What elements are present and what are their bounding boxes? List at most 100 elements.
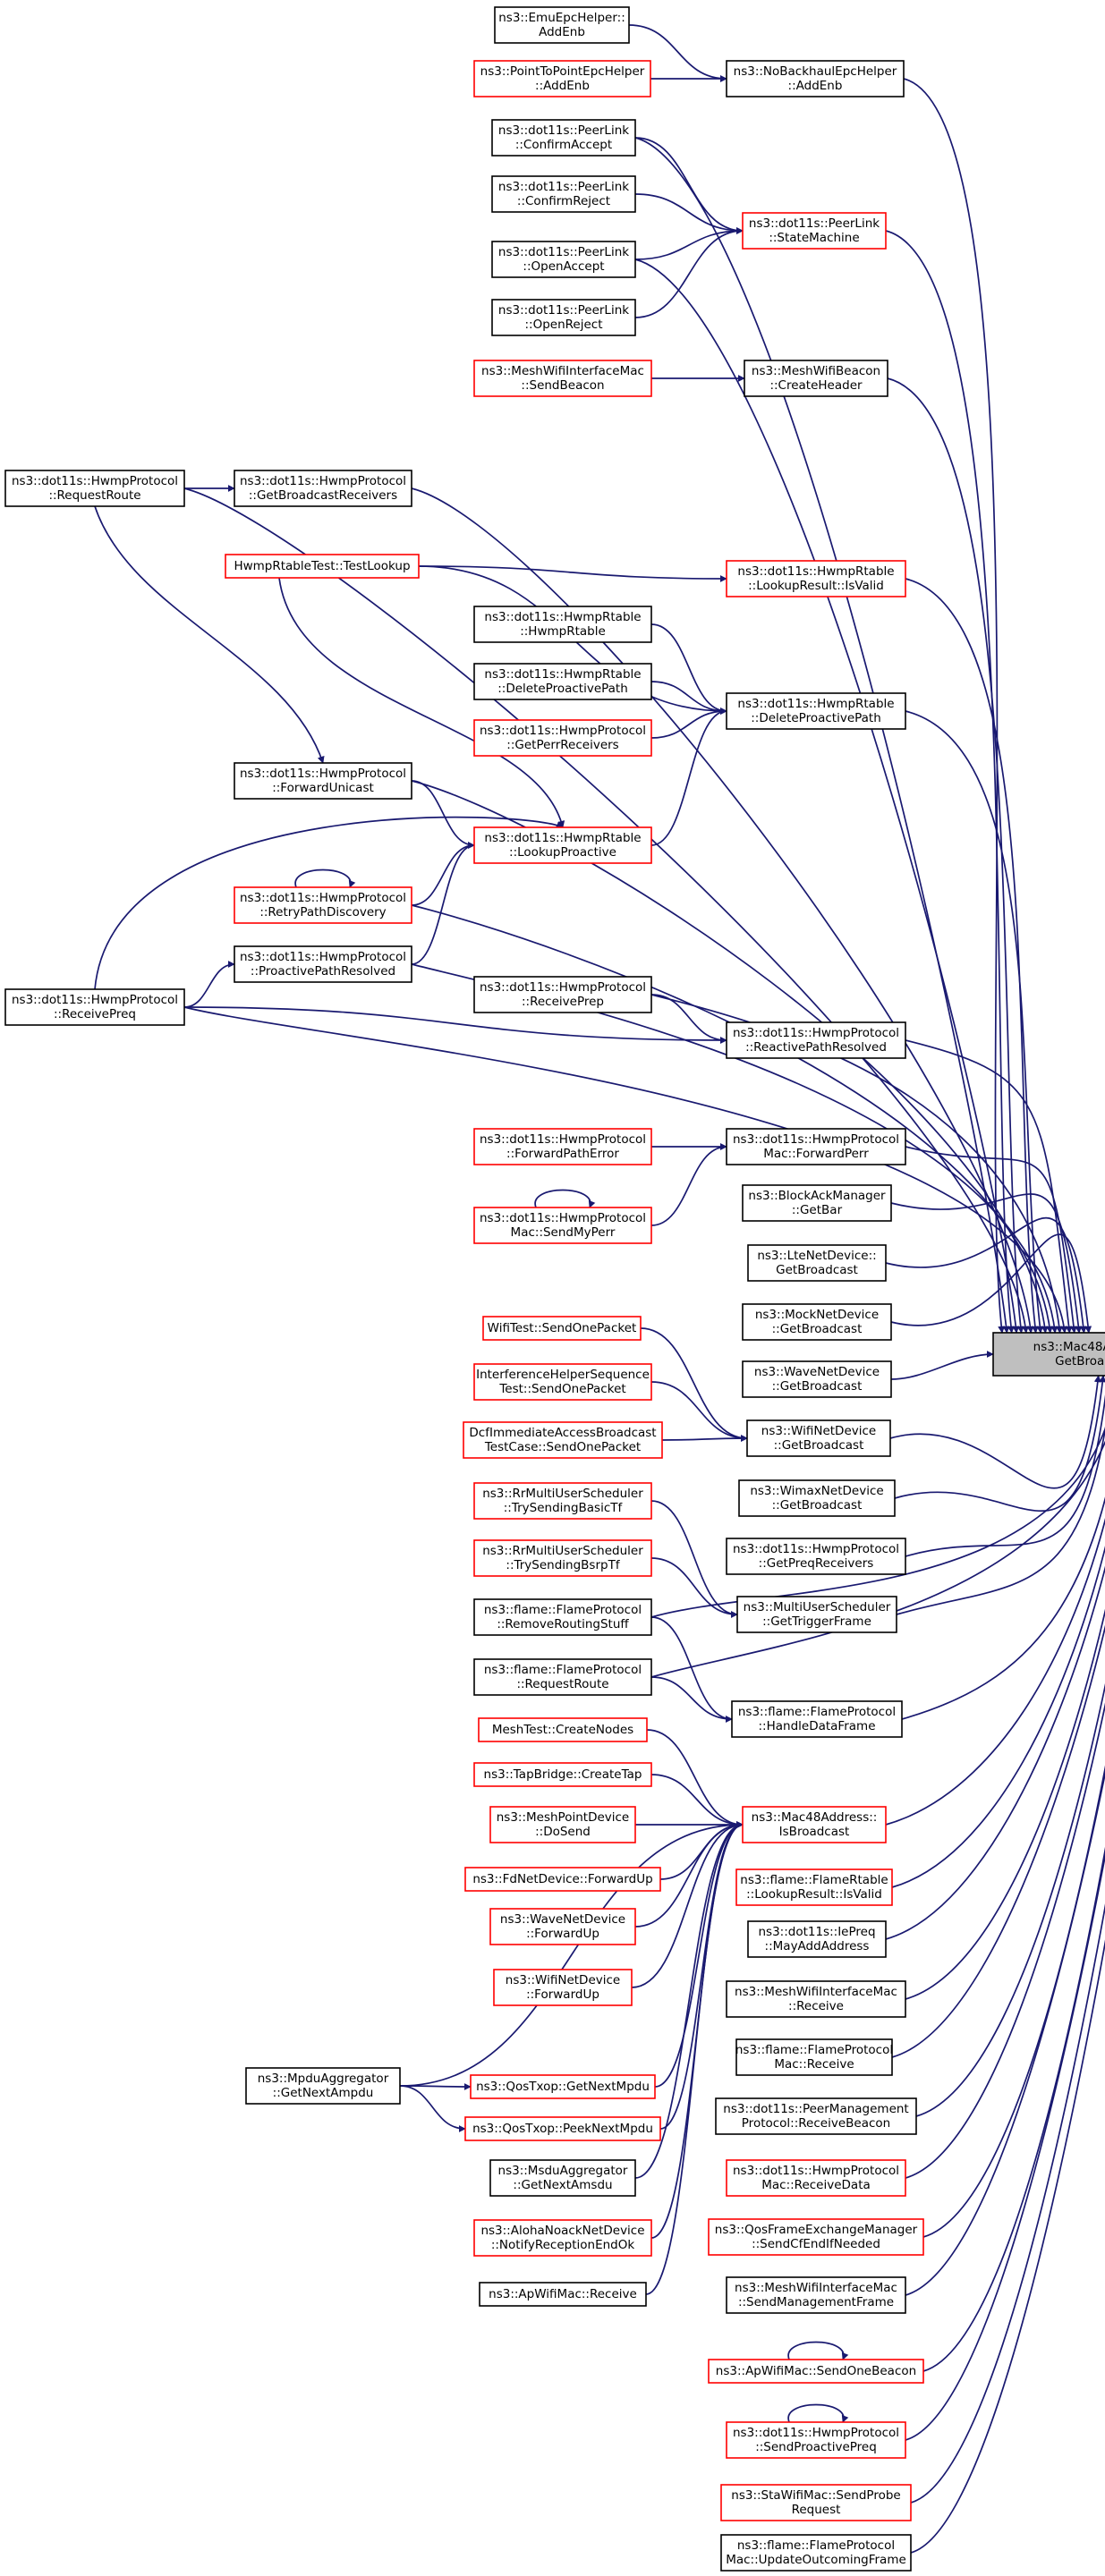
function-node[interactable]: WifiTest::SendOnePacket	[482, 1316, 642, 1341]
function-node[interactable]: ns3::FdNetDevice::ForwardUp	[464, 1867, 661, 1892]
function-node[interactable]: DcfImmediateAccessBroadcastTestCase::Sen…	[463, 1421, 663, 1459]
function-node[interactable]: ns3::dot11s::HwmpProtocol::GetBroadcastR…	[234, 470, 412, 507]
function-node[interactable]: ns3::WaveNetDevice::GetBroadcast	[742, 1360, 892, 1398]
function-node[interactable]: ns3::dot11s::IePreq::MayAddAddress	[747, 1920, 887, 1958]
function-node[interactable]: ns3::dot11s::HwmpProtocol::GetPreqReceiv…	[726, 1538, 906, 1575]
function-node[interactable]: ns3::dot11s::HwmpProtocol::ForwardUnicas…	[234, 762, 412, 800]
call-edge-34	[634, 1821, 744, 1928]
function-node[interactable]: ns3::ApWifiMac::SendOneBeacon	[708, 2359, 924, 2384]
function-node[interactable]: ns3::flame::FlameProtocol::RequestRoute	[473, 1658, 652, 1696]
node-box	[464, 2116, 661, 2141]
function-node[interactable]: ns3::QosFrameExchangeManager::SendCfEndI…	[708, 2218, 924, 2256]
node-box	[473, 1363, 652, 1401]
function-node[interactable]: ns3::dot11s::HwmpProtocol::RequestRoute	[4, 470, 185, 507]
function-node[interactable]: ns3::dot11s::HwmpRtable::LookupProactive	[473, 826, 652, 864]
edge-to-getbroadcast	[891, 1624, 1105, 2058]
function-node[interactable]: ns3::flame::FlameProtocol::HandleDataFra…	[731, 1700, 903, 1738]
function-node[interactable]: ns3::MeshWifiInterfaceMac::SendBeacon	[473, 360, 652, 397]
function-node[interactable]: ns3::dot11s::PeerManagementProtocol::Rec…	[715, 2097, 917, 2135]
node-label: DcfImmediateAccessBroadcast	[469, 1426, 656, 1440]
function-node[interactable]: ns3::PointToPointEpcHelper::AddEnb	[473, 60, 651, 97]
function-node[interactable]: ns3::dot11s::HwmpProtocol::ReceivePreq	[4, 988, 185, 1026]
node-label: ::TrySendingBsrpTf	[506, 1558, 620, 1572]
node-label: TestCase::SendOnePacket	[484, 1440, 641, 1454]
function-node[interactable]: ns3::flame::FlameProtocolMac::UpdateOutc…	[720, 2534, 912, 2572]
node-label: ::RequestRoute	[48, 488, 140, 503]
function-node[interactable]: ns3::WimaxNetDevice::GetBroadcast	[738, 1479, 896, 1517]
node-label: ns3::dot11s::HwmpRtable	[484, 667, 641, 682]
function-node[interactable]: ns3::AlohaNoackNetDevice::NotifyReceptio…	[473, 2219, 652, 2257]
function-node[interactable]: ns3::dot11s::HwmpProtocol::ReceivePrep	[473, 976, 652, 1013]
edge-to-getbroadcast	[889, 1375, 1101, 1489]
function-node[interactable]: ns3::EmuEpcHelper::AddEnb	[494, 6, 630, 44]
node-label: GetBroadcast	[776, 1263, 858, 1277]
function-node[interactable]: ns3::WifiNetDevice::ForwardUp	[493, 1969, 633, 2006]
function-node[interactable]: ns3::TapBridge::CreateTap	[473, 1762, 652, 1787]
function-node[interactable]: ns3::WifiNetDevice::GetBroadcast	[746, 1419, 891, 1457]
function-node[interactable]: ns3::flame::FlameRtable::LookupResult::I…	[735, 1868, 893, 1906]
function-node[interactable]: ns3::dot11s::HwmpProtocol::GetPerrReceiv…	[473, 719, 652, 757]
function-node[interactable]: ns3::MockNetDevice::GetBroadcast	[742, 1303, 892, 1341]
function-node[interactable]: ns3::dot11s::HwmpRtable::DeleteProactive…	[726, 692, 906, 730]
node-label: Mac::Receive	[774, 2057, 854, 2072]
function-node[interactable]: ns3::dot11s::HwmpProtocol::ProactivePath…	[234, 945, 412, 983]
function-node[interactable]: ns3::MpduAggregator::GetNextAmpdu	[245, 2067, 401, 2105]
node-box	[742, 1303, 892, 1341]
node-label: ::ForwardUnicast	[272, 781, 374, 795]
function-node[interactable]: ns3::dot11s::HwmpRtable::DeleteProactive…	[473, 663, 652, 700]
node-box	[489, 1806, 636, 1843]
node-box	[4, 470, 185, 507]
function-node[interactable]: ns3::dot11s::PeerLink::StateMachine	[742, 212, 887, 250]
focus-function-node[interactable]: ns3::Mac48Address::GetBroadcast	[992, 1332, 1105, 1377]
edge-to-getbroadcast	[891, 1545, 1105, 1888]
function-node[interactable]: ns3::dot11s::PeerLink::ConfirmReject	[491, 175, 636, 213]
function-node[interactable]: ns3::MeshPointDevice::DoSend	[489, 1806, 636, 1843]
function-node[interactable]: ns3::WaveNetDevice::ForwardUp	[489, 1908, 636, 1945]
node-label: ns3::AlohaNoackNetDevice	[480, 2224, 644, 2238]
function-node[interactable]: ns3::NoBackhaulEpcHelper::AddEnb	[726, 60, 905, 97]
function-node[interactable]: ns3::MeshWifiInterfaceMac::Receive	[726, 1980, 906, 2018]
function-node[interactable]: InterferenceHelperSequenceTest::SendOneP…	[473, 1363, 652, 1401]
node-label: ::RetryPathDiscovery	[259, 905, 386, 919]
function-node[interactable]: ns3::dot11s::HwmpProtocol::ReactivePathR…	[726, 1021, 906, 1059]
node-label: ns3::dot11s::PeerLink	[498, 303, 629, 318]
function-node[interactable]: ns3::BlockAckManager::GetBar	[742, 1184, 892, 1222]
function-node[interactable]: ns3::dot11s::HwmpProtocolMac::ForwardPer…	[726, 1128, 906, 1165]
function-node[interactable]: ns3::dot11s::PeerLink::ConfirmAccept	[491, 119, 636, 157]
function-node[interactable]: ns3::MeshWifiBeacon::CreateHeader	[744, 360, 888, 397]
node-label: ::HwmpRtable	[520, 624, 606, 639]
function-node[interactable]: ns3::MultiUserScheduler::GetTriggerFrame	[736, 1596, 897, 1633]
function-node[interactable]: HwmpRtableTest::TestLookup	[225, 554, 420, 579]
function-node[interactable]: ns3::flame::FlameProtocol::RemoveRouting…	[473, 1598, 652, 1636]
call-edge-9	[418, 565, 727, 582]
function-node[interactable]: ns3::QosTxop::PeekNextMpdu	[464, 2116, 661, 2141]
node-label: ::GetBroadcastReceivers	[249, 488, 397, 503]
function-node[interactable]: MeshTest::CreateNodes	[478, 1717, 648, 1742]
function-node[interactable]: ns3::RrMultiUserScheduler::TrySendingBsr…	[473, 1539, 652, 1577]
function-node[interactable]: ns3::dot11s::PeerLink::OpenAccept	[491, 241, 636, 278]
function-node[interactable]: ns3::MsduAggregator::GetNextAmsdu	[489, 2159, 636, 2197]
function-node[interactable]: ns3::RrMultiUserScheduler::TrySendingBas…	[473, 1482, 652, 1520]
node-label: ::SendManagementFrame	[738, 2295, 894, 2309]
function-node[interactable]: ns3::ApWifiMac::Receive	[479, 2282, 647, 2307]
node-label: ::GetBroadcast	[772, 1379, 863, 1394]
node-box	[726, 60, 905, 97]
node-label: ::DoSend	[535, 1825, 591, 1839]
function-node[interactable]: ns3::dot11s::HwmpProtocolMac::ReceiveDat…	[726, 2159, 906, 2197]
function-node[interactable]: ns3::dot11s::HwmpProtocol::RetryPathDisc…	[234, 886, 412, 924]
call-edge-16	[411, 842, 475, 906]
function-node[interactable]: ns3::dot11s::HwmpProtocol::SendProactive…	[726, 2421, 906, 2459]
function-node[interactable]: ns3::LteNetDevice::GetBroadcast	[747, 1244, 887, 1282]
function-node[interactable]: ns3::dot11s::PeerLink::OpenReject	[491, 299, 636, 336]
function-node[interactable]: ns3::dot11s::HwmpProtocol::ForwardPathEr…	[473, 1128, 652, 1165]
function-node[interactable]: ns3::MeshWifiInterfaceMac::SendManagemen…	[726, 2276, 906, 2314]
node-box	[473, 1598, 652, 1636]
function-node[interactable]: ns3::dot11s::HwmpRtable::HwmpRtable	[473, 606, 652, 643]
function-node[interactable]: ns3::Mac48Address::IsBroadcast	[742, 1806, 887, 1843]
function-node[interactable]: ns3::dot11s::HwmpRtable::LookupResult::I…	[726, 560, 906, 597]
function-node[interactable]: ns3::QosTxop::GetNextMpdu	[470, 2074, 656, 2099]
node-label: ::LookupProactive	[509, 845, 616, 860]
